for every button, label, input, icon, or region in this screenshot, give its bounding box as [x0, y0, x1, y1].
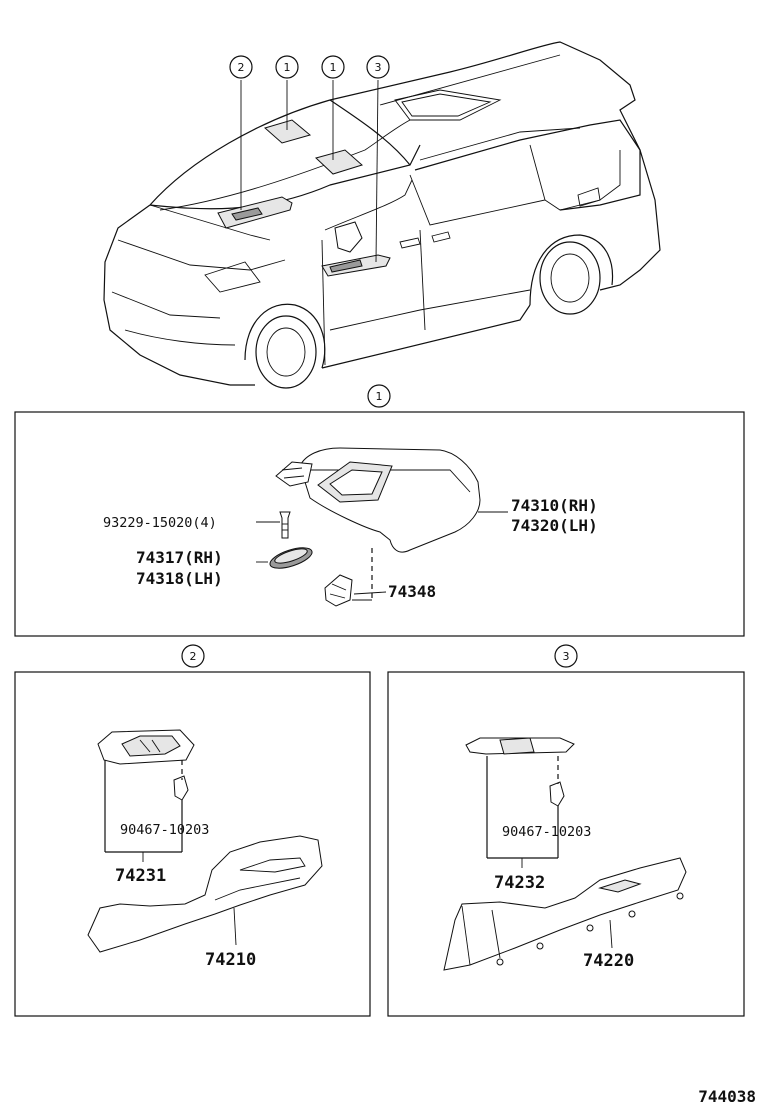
- panel-1-frame: [14, 411, 745, 637]
- panel2-clip-part-number: 90467-10203: [120, 822, 209, 838]
- switch-base-lh-part-number: 74232: [494, 873, 545, 893]
- armrest-rh-part-number: 74210: [205, 950, 256, 970]
- panel-3-callout: 3: [554, 644, 578, 668]
- svg-text:2: 2: [238, 61, 245, 74]
- callout-2: 2: [229, 55, 253, 79]
- panel3-clip-part-number: 90467-10203: [502, 824, 591, 840]
- figure-id: 744038: [698, 1087, 756, 1106]
- svg-text:1: 1: [284, 61, 291, 74]
- svg-text:1: 1: [330, 61, 337, 74]
- callout-1b: 1: [321, 55, 345, 79]
- cover-lh-part-number: 74318(LH): [136, 569, 223, 588]
- svg-text:2: 2: [190, 650, 197, 663]
- sun-visor-illustration: [269, 447, 481, 607]
- switch-base-rh-part-number: 74231: [115, 866, 166, 886]
- armrest-lh-part-number: 74220: [583, 951, 634, 971]
- armrest-lh-illustration: [443, 737, 687, 971]
- cover-rh-part-number: 74317(RH): [136, 548, 223, 567]
- panel-1-callout: 1: [367, 384, 391, 408]
- visor-rh-part-number: 74310(RH): [511, 496, 598, 515]
- panel-3-frame: [387, 671, 745, 1017]
- svg-text:3: 3: [375, 61, 382, 74]
- svg-text:1: 1: [376, 390, 383, 403]
- svg-text:3: 3: [563, 650, 570, 663]
- callout-1a: 1: [275, 55, 299, 79]
- callout-3: 3: [366, 55, 390, 79]
- vehicle-illustration: [103, 41, 661, 389]
- holder-part-number: 74348: [388, 582, 436, 601]
- panel-2-frame: [14, 671, 371, 1017]
- screw-part-number: 93229-15020(4): [103, 515, 217, 531]
- panel-2-callout: 2: [181, 644, 205, 668]
- armrest-rh-illustration: [87, 729, 323, 953]
- visor-lh-part-number: 74320(LH): [511, 516, 598, 535]
